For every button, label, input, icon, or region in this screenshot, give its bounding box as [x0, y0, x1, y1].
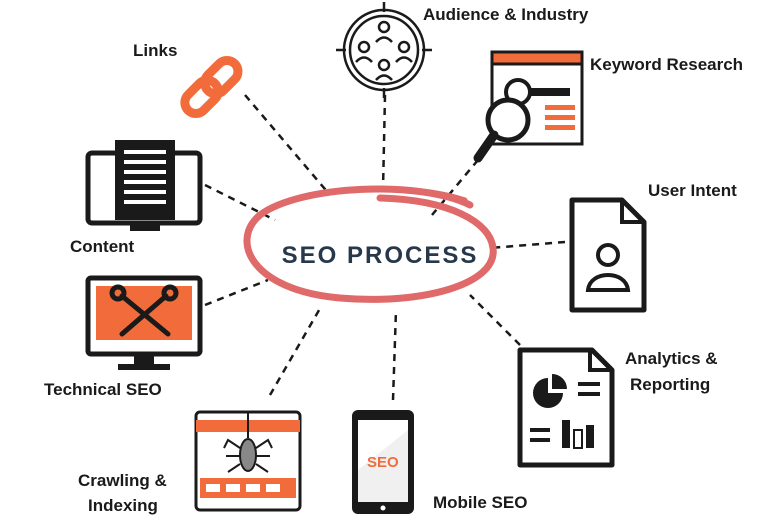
- connector-mobile: [391, 309, 398, 401]
- label-analytics-line2: Reporting: [630, 375, 711, 394]
- user-intent-document-icon: [569, 197, 647, 313]
- keyword-research-icon: [473, 50, 584, 163]
- mobile-phone-icon: [352, 410, 414, 514]
- label-keyword-research: Keyword Research: [590, 55, 744, 74]
- analytics-report-icon: [517, 347, 615, 468]
- audience-target-icon: [336, 2, 432, 98]
- center-title: SEO PROCESS: [281, 242, 479, 269]
- label-links: Links: [133, 41, 178, 60]
- label-audience-industry: Audience & Industry: [423, 5, 589, 24]
- label-user-intent: User Intent: [648, 181, 737, 200]
- technical-seo-monitor-icon: [85, 275, 203, 370]
- label-mobile-seo: Mobile SEO: [433, 493, 528, 512]
- connector-user-intent: [489, 240, 566, 250]
- mobile-screen-label: SEO: [367, 454, 399, 471]
- label-content: Content: [70, 237, 135, 256]
- chain-icon: [180, 55, 243, 119]
- connector-technical: [204, 278, 269, 307]
- center-ellipse: [243, 185, 497, 303]
- connector-audience: [381, 94, 387, 191]
- label-crawling-line1: Crawling &: [78, 471, 167, 490]
- content-monitor-icon: [85, 140, 203, 231]
- wrench-screwdriver-icon: [109, 284, 179, 337]
- crawling-spider-icon: [194, 410, 302, 512]
- connector-crawling: [268, 304, 324, 396]
- connector-links: [244, 94, 331, 196]
- connector-analytics: [469, 294, 521, 346]
- label-technical-seo: Technical SEO: [44, 380, 162, 399]
- label-analytics-line1: Analytics &: [625, 349, 718, 368]
- label-crawling-line2: Indexing: [88, 496, 158, 515]
